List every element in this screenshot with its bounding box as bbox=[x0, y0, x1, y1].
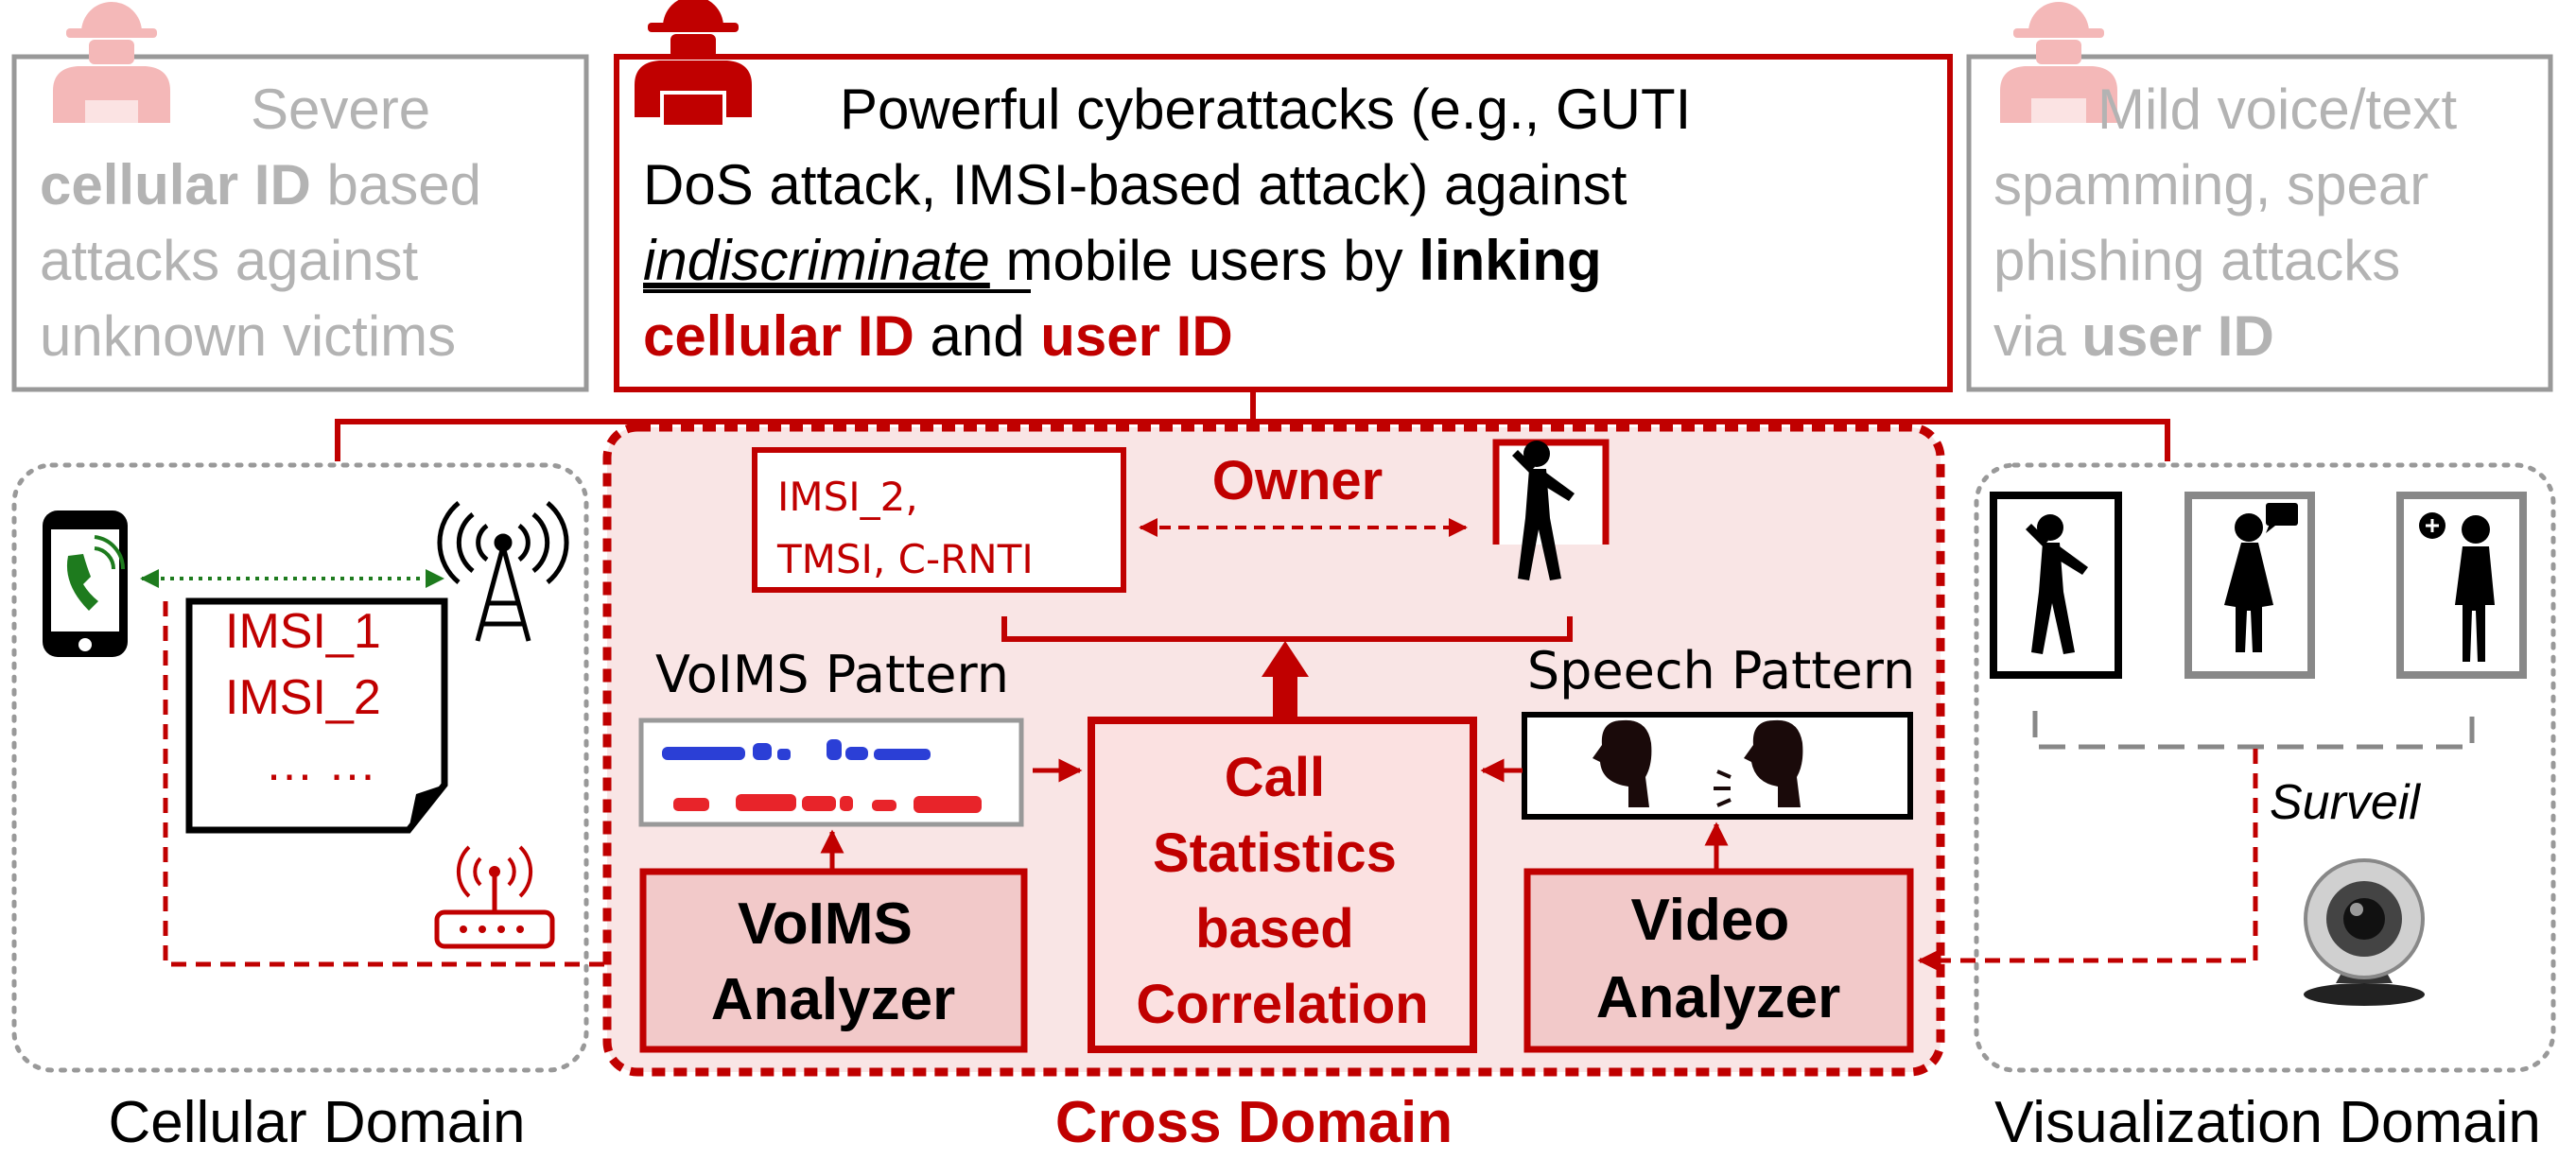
imsi-more: … … bbox=[265, 736, 376, 791]
visualization-domain-box bbox=[1974, 462, 2556, 1073]
main-line-1: Powerful cyberattacks (e.g., GUTI bbox=[840, 78, 1691, 141]
owner-label: Owner bbox=[1212, 450, 1384, 511]
person-icon bbox=[2419, 512, 2495, 662]
owner-id-text: IMSI_2, TMSI, C-RNTI bbox=[776, 474, 1034, 582]
speech-pattern-label: Speech Pattern bbox=[1527, 641, 1915, 701]
main-line-3c: linking bbox=[1419, 229, 1601, 292]
video-analyzer-line-2: Analyzer bbox=[1596, 965, 1840, 1030]
imsi-1: IMSI_1 bbox=[225, 604, 381, 659]
correlation-line-3: based bbox=[1195, 898, 1354, 960]
imsi-2: IMSI_2 bbox=[225, 670, 381, 725]
cellular-to-volms-arrow bbox=[163, 601, 638, 977]
volms-analyzer-label: VoIMS Analyzer bbox=[711, 891, 955, 1032]
main-line-4b: and bbox=[914, 304, 1040, 368]
main-line-3a: indiscriminate bbox=[643, 229, 990, 292]
volms-analyzer-line-1: VoIMS bbox=[738, 891, 913, 957]
main-line-2: DoS attack, IMSI-based attack) against bbox=[643, 153, 1627, 216]
volms-analyzer-box bbox=[639, 868, 1028, 1053]
right-line-1: Mild voice/text bbox=[2097, 78, 2457, 141]
main-line-4c: user ID bbox=[1040, 304, 1232, 368]
webcam-icon bbox=[2304, 858, 2425, 1006]
right-line-4b: user ID bbox=[2081, 304, 2273, 368]
right-line-2: spamming, spear bbox=[1993, 153, 2428, 216]
speech-pattern-box bbox=[1522, 712, 1913, 820]
left-line-2b: based bbox=[311, 153, 481, 216]
visualization-domain-label: Visualization Domain bbox=[1994, 1090, 2541, 1155]
main-line-3b: mobile users by bbox=[990, 229, 1419, 292]
person-icon bbox=[2224, 503, 2298, 652]
owner-id-box bbox=[752, 447, 1126, 593]
right-line-4a: via bbox=[1993, 304, 2081, 368]
correlation-box bbox=[1088, 717, 1477, 1053]
correlation-label: Call Statistics based Correlation bbox=[1136, 747, 1428, 1035]
right-line-3: phishing attacks bbox=[1993, 229, 2400, 292]
cell-tower-icon bbox=[437, 501, 569, 642]
cellular-domain-label: Cellular Domain bbox=[108, 1090, 525, 1155]
volms-pattern-label: VoIMS Pattern bbox=[655, 645, 1009, 704]
main-threat-box bbox=[614, 54, 1953, 392]
left-line-3: attacks against bbox=[40, 229, 419, 292]
correlation-line-1: Call bbox=[1225, 747, 1325, 808]
laptop-icon bbox=[660, 91, 726, 129]
document-fold bbox=[409, 785, 444, 830]
cellular-domain-box bbox=[11, 462, 589, 1073]
correlation-line-4: Correlation bbox=[1136, 974, 1428, 1035]
main-threat-text: Powerful cyberattacks (e.g., GUTI DoS at… bbox=[643, 78, 1707, 368]
speaking-head-icon bbox=[1714, 719, 1803, 807]
frames-bracket bbox=[2032, 711, 2475, 750]
owner-id-line-2: TMSI, C-RNTI bbox=[776, 536, 1034, 582]
laptop-icon bbox=[2031, 98, 2086, 132]
cellular-id-list: IMSI_1 IMSI_2 … … bbox=[225, 604, 394, 791]
router-icon bbox=[434, 845, 555, 949]
laptop-icon bbox=[85, 100, 138, 132]
owner-id-line-1: IMSI_2, bbox=[777, 474, 918, 520]
right-threat-text: Mild voice/text spamming, spear phishing… bbox=[1993, 78, 2473, 368]
video-analyzer-line-1: Video bbox=[1631, 888, 1790, 953]
cross-domain-label: Cross Domain bbox=[1055, 1090, 1453, 1155]
video-analyzer-label: Video Analyzer bbox=[1596, 888, 1840, 1030]
correlation-line-2: Statistics bbox=[1153, 822, 1397, 884]
left-line-1: Severe bbox=[251, 78, 430, 141]
volms-analyzer-line-2: Analyzer bbox=[711, 967, 955, 1032]
volms-traffic-pattern bbox=[662, 739, 982, 813]
surveil-label: Surveil bbox=[2270, 775, 2421, 830]
phone-icon bbox=[43, 510, 128, 657]
left-line-4: unknown victims bbox=[40, 304, 456, 368]
head-silhouette-icon bbox=[1593, 719, 1652, 807]
left-line-2a: cellular ID bbox=[40, 153, 311, 216]
surveil-to-video-analyzer-arrow bbox=[1917, 749, 2258, 973]
owner-bracket bbox=[1001, 616, 1573, 642]
correlation-to-owner-head bbox=[1262, 641, 1309, 677]
left-threat-text: Severe cellular ID based attacks against… bbox=[40, 78, 497, 368]
owner-frame bbox=[1492, 439, 1610, 545]
correlation-to-owner-arrow bbox=[1273, 671, 1297, 718]
main-line-4a: cellular ID bbox=[643, 304, 914, 368]
video-analyzer-box bbox=[1523, 868, 1914, 1053]
